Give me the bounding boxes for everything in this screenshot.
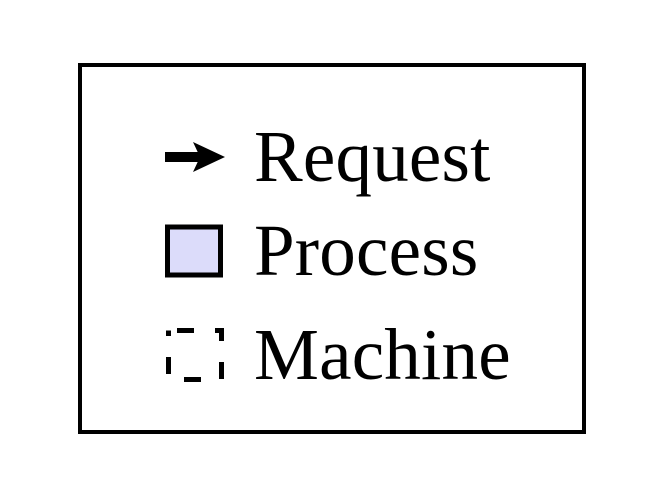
arrow-right-icon [165,142,225,172]
dashed-square-icon [166,328,224,382]
legend-item-process: Process [82,203,582,299]
legend-label-request: Request [254,116,491,197]
legend-box: Request Process Machine [78,63,586,434]
legend-label-process: Process [254,210,479,291]
legend-label-machine: Machine [254,314,511,395]
legend-item-request: Request [82,109,582,205]
legend-item-machine: Machine [82,307,582,403]
filled-square-icon [165,224,223,278]
legend-symbol-request [165,109,225,205]
legend-symbol-machine [165,307,225,403]
legend-symbol-process [165,203,225,299]
